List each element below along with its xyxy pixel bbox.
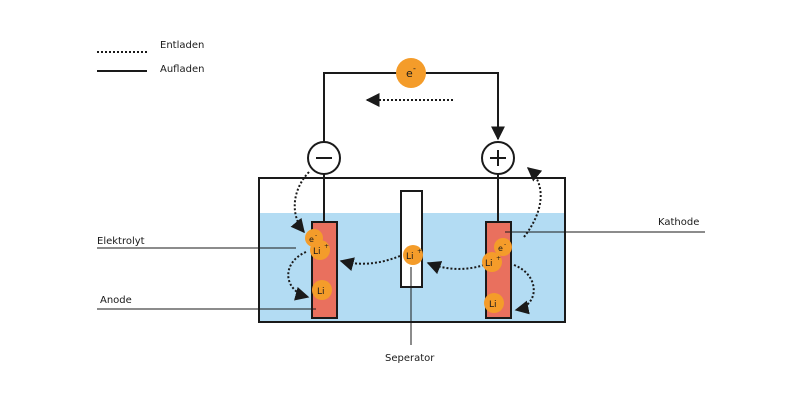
cathode-lithium-atom: Li — [484, 293, 504, 313]
cathode-loop-path — [513, 264, 535, 315]
svg-text:-: - — [504, 241, 506, 248]
cathode-lithium-ion: Li + — [482, 252, 502, 272]
positive-terminal — [481, 141, 515, 175]
electrolyte-label: Elektrolyt — [97, 236, 145, 247]
svg-text:Li: Li — [313, 247, 321, 257]
svg-text:-: - — [413, 64, 416, 73]
cathode-electron: e - — [494, 238, 512, 256]
anode-lithium-ion: Li + — [310, 240, 330, 260]
svg-text:Li: Li — [317, 287, 325, 297]
negative-terminal — [307, 141, 341, 175]
legend-charge-label: Aufladen — [160, 64, 204, 75]
svg-text:Li: Li — [406, 252, 414, 262]
ion-path-to-anode — [339, 255, 401, 271]
svg-text:e: e — [498, 244, 503, 253]
svg-text:+: + — [324, 243, 329, 250]
cathode-label: Kathode — [658, 217, 699, 228]
svg-text:Li: Li — [489, 300, 497, 310]
anode-label: Anode — [100, 295, 132, 306]
svg-text:-: - — [315, 232, 317, 239]
svg-text:+: + — [417, 248, 422, 255]
legend-discharge-label: Entladen — [160, 40, 204, 51]
ion-path-from-cathode — [426, 261, 485, 275]
svg-text:+: + — [496, 255, 501, 262]
svg-text:e: e — [406, 67, 413, 80]
legend: Entladen Aufladen — [97, 40, 204, 75]
container — [258, 177, 566, 323]
electron-on-wire: e - — [396, 58, 426, 88]
cathode-electron-path — [523, 167, 543, 238]
separator-lithium-ion: Li + — [403, 245, 423, 265]
svg-text:e: e — [309, 235, 314, 244]
anode-lithium-atom: Li — [312, 280, 332, 300]
separator-label: Seperator — [385, 353, 435, 364]
svg-text:Li: Li — [485, 259, 493, 269]
